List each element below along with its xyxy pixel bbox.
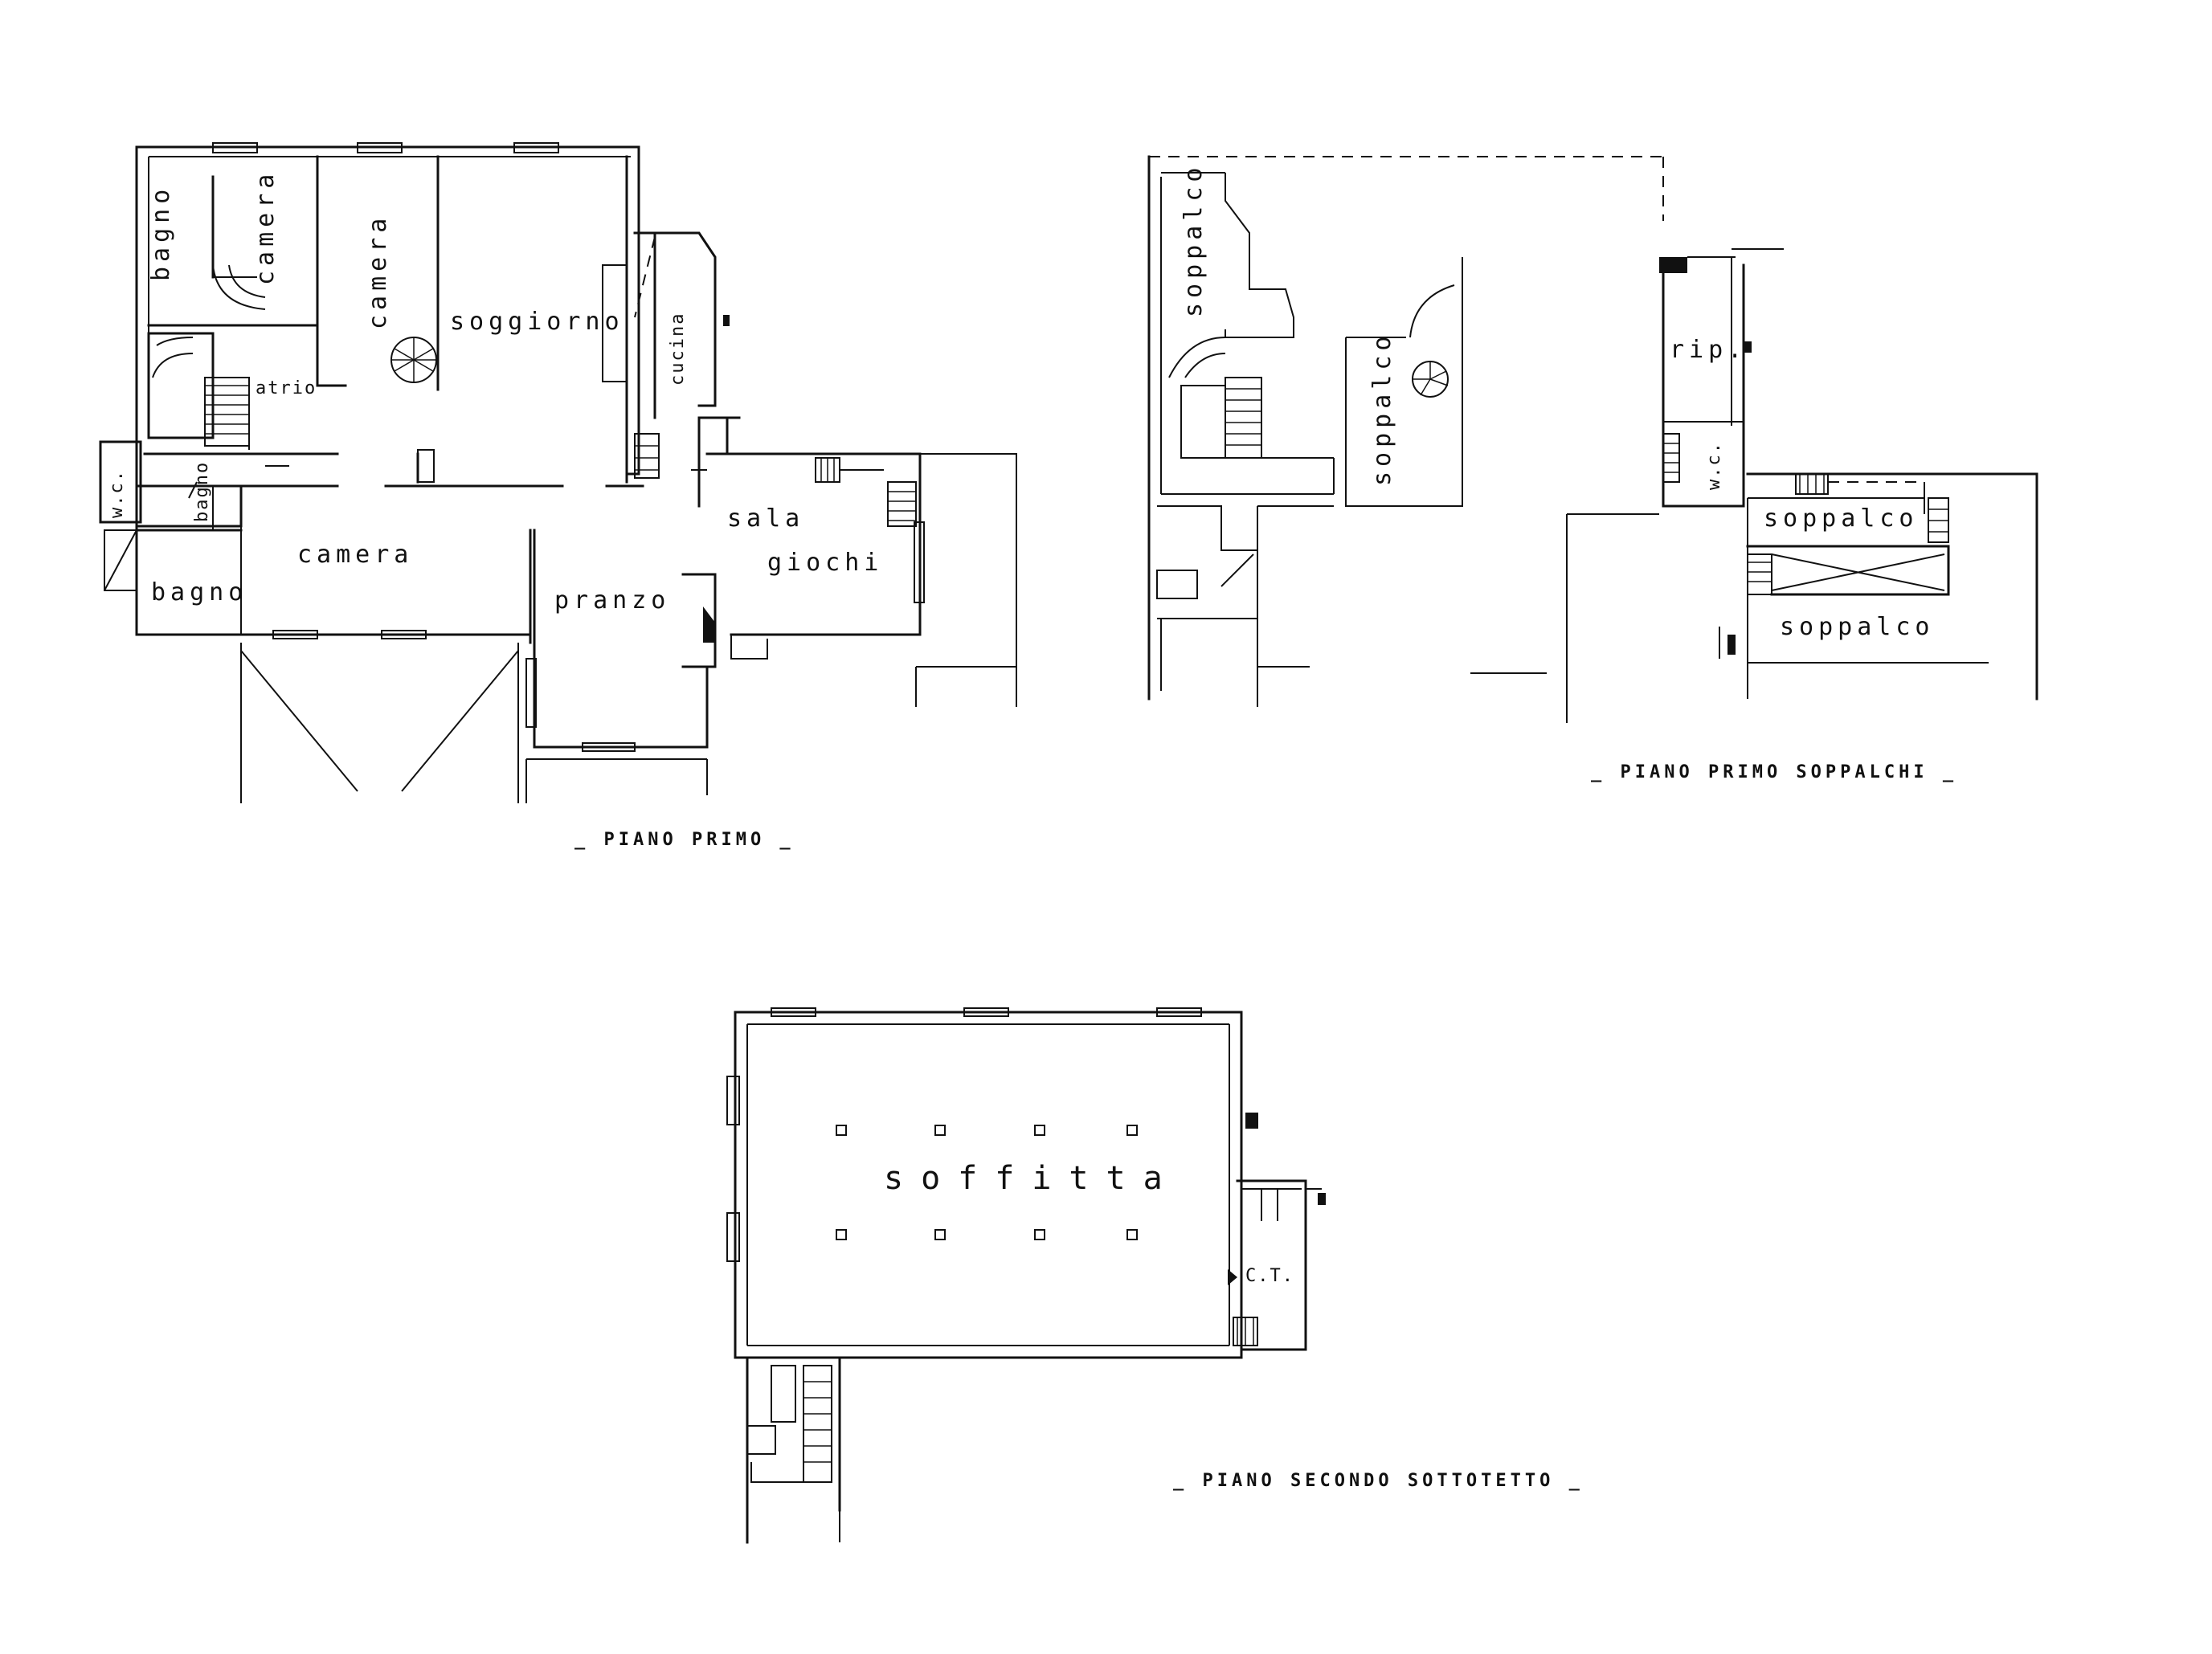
first-floor-plan <box>99 142 1017 803</box>
label-bagno-1: bagno <box>147 185 175 281</box>
mezzanine-plan <box>1147 155 2038 723</box>
room-labels: bagno camera camera soggiorno cucina atr… <box>107 163 1935 1287</box>
label-camera-3: camera <box>297 541 413 569</box>
attic-plan <box>726 1007 1326 1544</box>
label-soppalco-4: soppalco <box>1780 613 1935 641</box>
label-soppalco-3: soppalco <box>1764 504 1919 533</box>
label-bagno-3: bagno <box>151 578 247 606</box>
label-soppalco-2: soppalco <box>1368 332 1396 487</box>
label-soppalco-1: soppalco <box>1180 163 1208 318</box>
label-rip: rip. <box>1670 336 1747 364</box>
label-camera-1: camera <box>251 169 280 285</box>
label-giochi: giochi <box>767 549 883 577</box>
label-ct: C.T. <box>1245 1266 1294 1286</box>
title-piano-secondo-sottotetto: _ PIANO SECONDO SOTTOTETTO _ <box>1173 1471 1584 1491</box>
label-camera-2: camera <box>364 214 392 329</box>
title-piano-primo: _ PIANO PRIMO _ <box>574 830 795 850</box>
label-bagno-2: bagno <box>192 461 212 522</box>
label-atrio: atrio <box>256 378 317 398</box>
label-soggiorno: soggiorno <box>450 308 624 336</box>
title-piano-primo-soppalchi: _ PIANO PRIMO SOPPALCHI _ <box>1591 762 1957 782</box>
label-wc-2: w.c. <box>1704 441 1724 490</box>
label-cucina: cucina <box>668 312 688 386</box>
label-pranzo: pranzo <box>554 586 670 615</box>
floor-titles: _ PIANO PRIMO _ _ PIANO PRIMO SOPPALCHI … <box>574 762 1957 1491</box>
label-sala: sala <box>727 504 804 533</box>
label-wc-1: w.c. <box>107 469 127 518</box>
label-soffitta: soffitta <box>884 1160 1180 1197</box>
